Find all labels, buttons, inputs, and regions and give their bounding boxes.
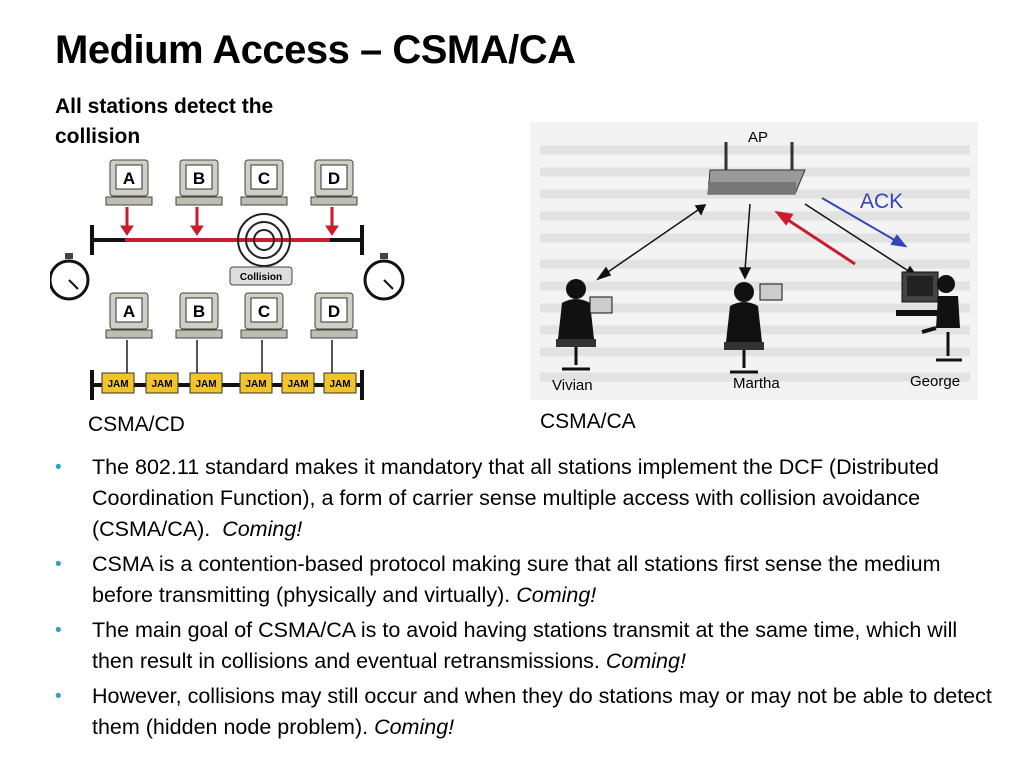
bullet-dot-icon: • [55, 554, 62, 575]
station-top-d-label: D [328, 169, 340, 188]
station-bottom-b: B [175, 292, 223, 339]
label-martha: Martha [733, 375, 780, 392]
svg-text:JAM: JAM [107, 379, 128, 390]
bottom-station-links [126, 340, 333, 373]
station-top-a-label: A [123, 169, 135, 188]
arrow-ack [821, 197, 908, 248]
bullet-emphasis-1: Coming! [222, 517, 303, 541]
station-bottom-d-label: D [328, 302, 340, 321]
csma-cd-diagram: A B C D Collision [50, 159, 405, 400]
station-bottom-d: D [310, 292, 358, 339]
person-vivian-icon [556, 279, 613, 371]
bullet-dot-icon: • [55, 620, 62, 641]
station-bottom-b-label: B [193, 302, 205, 321]
jam-box-2: JAM [145, 372, 179, 394]
svg-text:JAM: JAM [287, 379, 308, 390]
svg-text:JAM: JAM [151, 379, 172, 390]
station-top-c-label: C [258, 169, 270, 188]
bullet-text-1: The 802.11 standard makes it mandatory t… [92, 455, 939, 541]
bullet-emphasis-2: Coming! [516, 583, 597, 607]
svg-text:JAM: JAM [245, 379, 266, 390]
bullet-item-3: • The main goal of CSMA/CA is to avoid h… [55, 615, 995, 677]
collision-label: Collision [240, 272, 282, 283]
bullet-emphasis-4: Coming! [374, 715, 455, 739]
station-bottom-a-label: A [123, 302, 135, 321]
svg-text:JAM: JAM [195, 379, 216, 390]
station-bottom-a: A [105, 292, 153, 339]
person-george-icon [896, 271, 962, 362]
station-top-b: B [175, 159, 223, 206]
bullet-list: • The 802.11 standard makes it mandatory… [55, 452, 995, 747]
station-top-b-label: B [193, 169, 205, 188]
ack-label: ACK [860, 190, 903, 213]
arrow-ap-vivian [596, 204, 707, 281]
label-vivian: Vivian [552, 377, 593, 394]
jam-box-3: JAM [189, 372, 223, 394]
bullet-item-4: • However, collisions may still occur an… [55, 681, 995, 743]
bullet-item-2: • CSMA is a contention-based protocol ma… [55, 549, 995, 611]
bullet-dot-icon: • [55, 457, 62, 478]
station-bottom-c: C [240, 292, 288, 339]
csma-ca-caption: CSMA/CA [540, 410, 636, 433]
arrow-ap-martha [738, 203, 752, 280]
label-george: George [910, 373, 960, 390]
bullet-emphasis-3: Coming! [605, 649, 686, 673]
access-point-icon [707, 142, 806, 195]
bullet-text-4: However, collisions may still occur and … [92, 684, 992, 739]
collision-icon: Collision [229, 213, 293, 286]
station-top-a: A [105, 159, 153, 206]
bullet-text-3: The main goal of CSMA/CA is to avoid hav… [92, 618, 958, 673]
bullet-text-2: CSMA is a contention-based protocol maki… [92, 552, 941, 607]
station-bottom-c-label: C [258, 302, 270, 321]
jam-box-5: JAM [281, 372, 315, 394]
slide-subtitle: All stations detect the collision [55, 95, 274, 148]
ap-label: AP [748, 129, 768, 146]
station-top-c: C [240, 159, 288, 206]
stopwatch-right-icon [363, 253, 405, 301]
csma-ca-diagram: AP ACK [530, 122, 978, 400]
csma-cd-caption: CSMA/CD [88, 413, 185, 436]
jam-box-1: JAM [101, 372, 135, 394]
slide-title: Medium Access – CSMA/CA [55, 28, 576, 72]
arrow-red [774, 210, 856, 266]
stopwatch-left-icon [50, 253, 90, 301]
station-top-d: D [310, 159, 358, 206]
person-martha-icon [724, 282, 783, 374]
red-arrows-top [120, 207, 339, 236]
svg-text:JAM: JAM [329, 379, 350, 390]
bullet-dot-icon: • [55, 686, 62, 707]
jam-box-4: JAM [239, 372, 273, 394]
jam-box-6: JAM [323, 372, 357, 394]
bullet-item-1: • The 802.11 standard makes it mandatory… [55, 452, 995, 545]
